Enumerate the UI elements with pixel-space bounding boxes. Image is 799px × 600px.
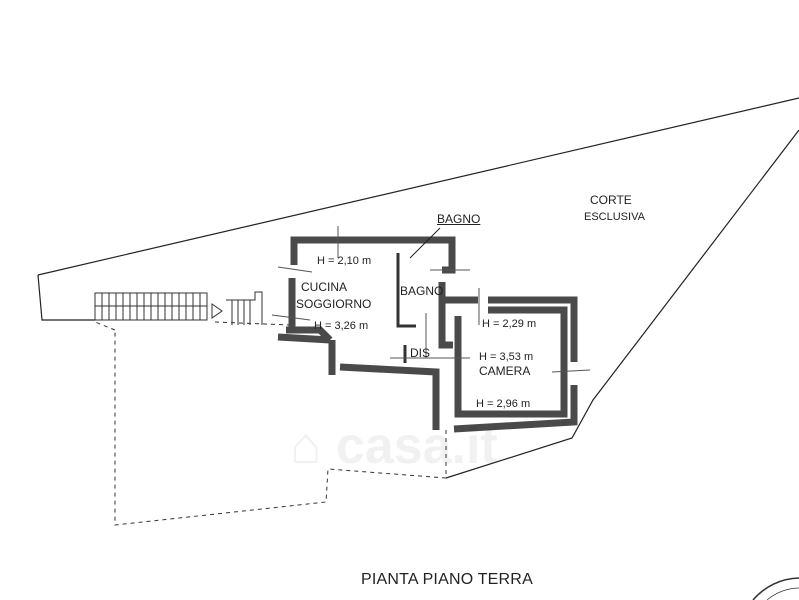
watermark: ⌂ casa.it	[290, 417, 498, 475]
bagno-callout-label: BAGNO	[437, 212, 481, 226]
cucina-label: CUCINA	[301, 280, 348, 294]
soggiorno-label: SOGGIORNO	[296, 297, 372, 311]
stairs-arrow-icon	[211, 303, 223, 319]
height-label: H = 2,10 m	[317, 255, 372, 267]
height-label: H = 2,29 m	[482, 318, 537, 330]
boundary-dashed	[94, 321, 447, 526]
partitions	[396, 253, 416, 363]
property-boundary	[37, 97, 799, 479]
height-label: H = 3,53 m	[479, 351, 534, 363]
stairs	[94, 291, 263, 325]
height-label: H = 2,96 m	[476, 398, 531, 410]
callout-leader-line	[409, 227, 441, 259]
camera-label: CAMERA	[479, 364, 531, 378]
plan-title: PIANTA PIANO TERRA	[361, 571, 533, 588]
dis-label: DIS	[410, 346, 431, 360]
height-label: H = 3,26 m	[314, 320, 369, 332]
bagno-label: BAGNO	[400, 284, 444, 298]
stamp	[752, 577, 799, 600]
esclusiva-label: ESCLUSIVA	[584, 211, 645, 223]
openings	[271, 226, 591, 373]
corte-label: CORTE	[590, 193, 632, 207]
